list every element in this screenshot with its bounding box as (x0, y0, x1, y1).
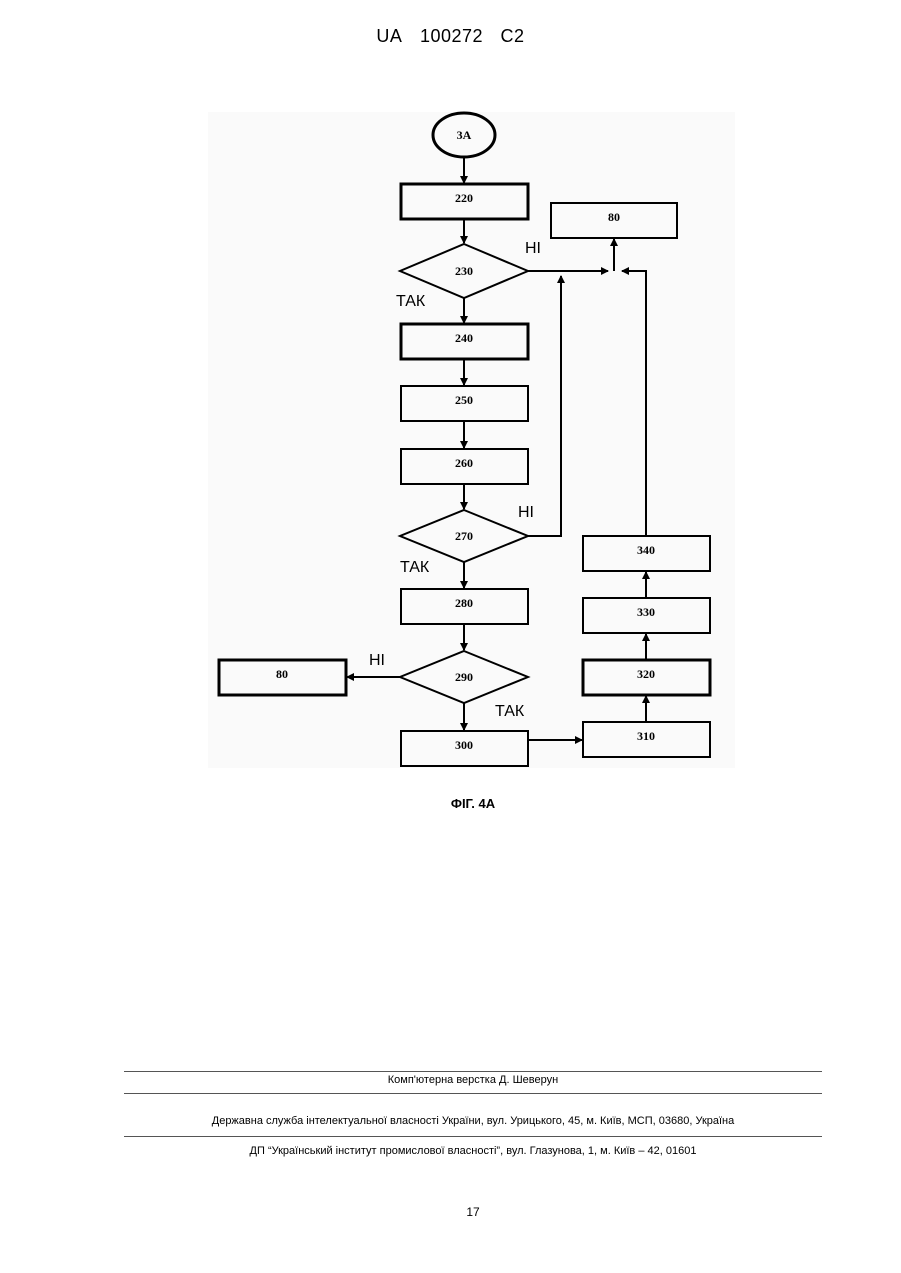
block-80-left-label: 80 (276, 667, 288, 681)
block-330-label: 330 (637, 605, 655, 619)
branch-no-290: НІ (369, 652, 385, 669)
block-320-label: 320 (637, 667, 655, 681)
branch-no-270: НІ (518, 504, 534, 521)
footer-agency: Державна служба інтелектуальної власност… (124, 1115, 822, 1127)
block-310-label: 310 (637, 729, 655, 743)
block-280-label: 280 (455, 596, 473, 610)
connector-270-no (528, 276, 561, 536)
branch-no-230: НІ (525, 240, 541, 257)
footer-divider-1 (124, 1071, 822, 1072)
branch-yes-230: ТАК (396, 293, 426, 310)
footer-divider-2 (124, 1093, 822, 1094)
block-240-label: 240 (455, 331, 473, 345)
decision-230-label: 230 (455, 264, 473, 278)
connector-340-80 (622, 271, 646, 536)
block-340-label: 340 (637, 543, 655, 557)
footer-institute: ДП “Український інститут промислової вла… (124, 1145, 822, 1157)
block-260-label: 260 (455, 456, 473, 470)
block-250-label: 250 (455, 393, 473, 407)
start-label: 3A (457, 128, 472, 142)
footer-typesetting: Комп'ютерна верстка Д. Шеверун (124, 1074, 822, 1086)
block-80-top-label: 80 (608, 210, 620, 224)
branch-yes-270: ТАК (400, 559, 430, 576)
page-number: 17 (0, 1205, 901, 1219)
decision-270-label: 270 (455, 529, 473, 543)
block-300-label: 300 (455, 738, 473, 752)
flowchart: 3A 220 80 230 240 250 260 270 280 290 30… (0, 0, 901, 800)
block-220-label: 220 (455, 191, 473, 205)
footer-divider-3 (124, 1136, 822, 1137)
figure-caption: ФІГ. 4А (0, 796, 901, 811)
branch-yes-290: ТАК (495, 703, 525, 720)
decision-290-label: 290 (455, 670, 473, 684)
